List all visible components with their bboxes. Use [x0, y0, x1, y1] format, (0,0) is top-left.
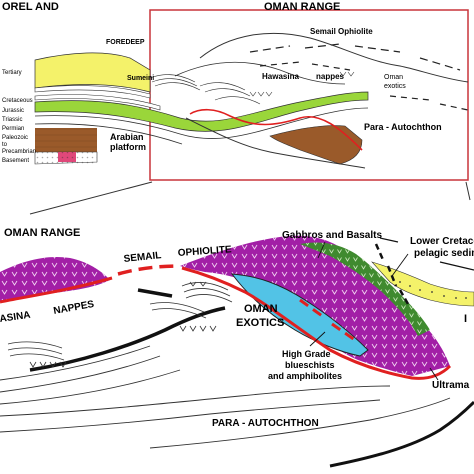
pelagic-dots [399, 281, 467, 299]
oman-exotics-blue [230, 273, 369, 357]
lower-long-line-3 [149, 397, 451, 449]
para-autochthon-label-bottom: PARA - AUTOCHTHON [212, 418, 319, 429]
hawasina-black-thrust-1 [137, 288, 173, 298]
legend-jurassic: Jurassic [2, 108, 24, 114]
legend-tertiary: Tertiary [2, 70, 22, 76]
sumeini-label: Sumeini [127, 75, 154, 82]
top-base-line [185, 117, 366, 169]
legend-triassic: Triassic [2, 117, 22, 123]
ophiolite-label: OPHIOLITE [177, 244, 232, 259]
foredeep-label: FOREDEEP [106, 39, 145, 46]
hawasina-label-bottom: ASINA [0, 310, 31, 325]
connector-left [29, 181, 153, 215]
lower-cretaceous-label-1: Lower Cretaceo [410, 236, 474, 247]
legend-basement: Basement [2, 158, 29, 164]
thrust-left-red [0, 276, 113, 304]
foreland-strata-1 [34, 85, 151, 99]
legend-to: to [2, 142, 8, 148]
foreland-strata-2 [34, 94, 161, 111]
oman-range-frame [149, 9, 469, 181]
semail-ophiolite-label-top: Semail Ophiolite [310, 27, 373, 36]
ophiolite-right-vpattern [180, 235, 450, 376]
oman-range-title-top: OMAN RANGE [264, 1, 340, 13]
hawasina-outline-top [174, 61, 346, 85]
hawasina-label-top: Hawasina [262, 72, 299, 81]
top-right-fragment [379, 237, 474, 271]
hawasina-strata [7, 282, 233, 361]
lower-long-line-2 [0, 399, 381, 433]
nappes-label-top: nappes [316, 72, 345, 81]
cut-letter-label: I [464, 313, 467, 325]
oman-range-title-bottom: OMAN RANGE [4, 227, 80, 239]
semail-dashed-red [117, 264, 181, 276]
lower-cretaceous-label-2: pelagic sedime [414, 248, 474, 259]
high-grade-label-2: blueschists [285, 360, 335, 370]
connector-right [465, 181, 471, 201]
exotics-label-bottom: EXOTICS [236, 317, 284, 329]
nappes-dashed-top [259, 61, 469, 111]
hawasina-thin-lines [0, 345, 181, 405]
pelagic-sediments-yellow [371, 261, 474, 307]
top-teeth [249, 71, 355, 97]
high-grade-label-3: and amphibolites [268, 371, 342, 381]
legend-precambrian: Precambrian [2, 149, 36, 155]
oman-label-top: Oman [384, 74, 403, 81]
lower-black-thrust [329, 400, 474, 468]
nappes-label-bottom: NAPPES [53, 299, 96, 317]
arabian-label: Arabian [110, 132, 144, 142]
semail-label: SEMAIL [123, 250, 162, 265]
hawasina-teeth [29, 281, 217, 368]
lower-long-line-1 [0, 385, 391, 417]
label-leaders [309, 241, 439, 381]
stratigraphy-legend: Tertiary Cretaceous Jurassic Triassic Pe… [2, 70, 36, 164]
platform-label: platform [110, 142, 146, 152]
high-grade-label-1: High Grade [282, 349, 331, 359]
hawasina-black-thrust-2 [29, 306, 226, 372]
legend-permian: Permian [2, 126, 24, 132]
top-thrust-red [189, 108, 363, 151]
legend-cretaceous: Cretaceous [2, 98, 33, 104]
triassic-line [34, 123, 183, 145]
thrust-right-red [181, 266, 452, 380]
ultramafic-label: Ultrama [432, 380, 470, 391]
cretaceous-green-band [34, 91, 369, 132]
gabbros-basalts-label: Gabbros and Basalts [282, 230, 382, 241]
top-panel: OREL AND OMAN RANGE FOREDEEP Semail Ophi… [2, 1, 471, 215]
exotics-dashed-red [299, 298, 356, 342]
gabbros-basalts-vpattern [300, 242, 430, 336]
oman-label-bottom: OMAN [244, 303, 278, 315]
paleozoic-texture [35, 128, 97, 152]
legend-paleozoic: Paleozoic [2, 135, 28, 141]
jurassic-line [34, 107, 369, 139]
basement-dots [35, 152, 97, 164]
semail-dashed-top [249, 43, 461, 71]
foreland-title: OREL AND [2, 1, 59, 13]
para-autochthon-label-top: Para - Autochthon [364, 122, 442, 132]
ophiolite-left-vpattern [0, 256, 110, 302]
exotics-label-top: exotics [384, 83, 406, 90]
foredeep-tertiary-wedge [34, 52, 151, 93]
ophiolite-outline-top [199, 32, 469, 83]
bottom-panel: OMAN RANGE SEMAIL OPHIOLITE ASINA NAPPES… [0, 227, 474, 468]
para-autochthon-brown [269, 125, 363, 165]
sumeini-strata [149, 74, 261, 105]
